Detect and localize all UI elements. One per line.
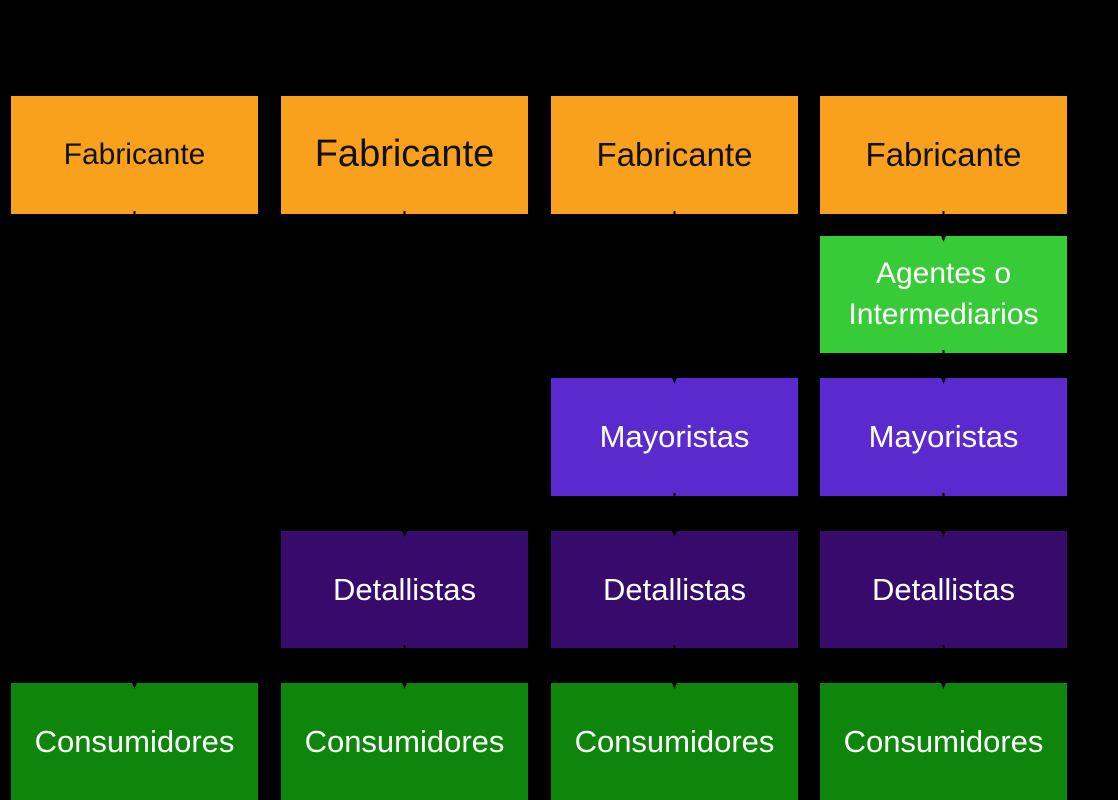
node-fabricante-channel-1: Fabricante (11, 96, 258, 214)
node-mayoristas-channel-4: Mayoristas (820, 378, 1067, 496)
node-detallistas-channel-4: Detallistas (820, 531, 1067, 648)
node-consumidores-channel-4: Consumidores (820, 683, 1067, 800)
node-consumidores-channel-1: Consumidores (11, 683, 258, 800)
node-mayoristas-channel-3: Mayoristas (551, 378, 798, 496)
node-consumidores-channel-2: Consumidores (281, 683, 528, 800)
node-detallistas-channel-3: Detallistas (551, 531, 798, 648)
node-fabricante-channel-2: Fabricante (281, 96, 528, 214)
node-fabricante-channel-3: Fabricante (551, 96, 798, 214)
node-agentes-channel-4: Agentes o Intermediarios (820, 236, 1067, 353)
node-detallistas-channel-2: Detallistas (281, 531, 528, 648)
node-consumidores-channel-3: Consumidores (551, 683, 798, 800)
node-fabricante-channel-4: Fabricante (820, 96, 1067, 214)
